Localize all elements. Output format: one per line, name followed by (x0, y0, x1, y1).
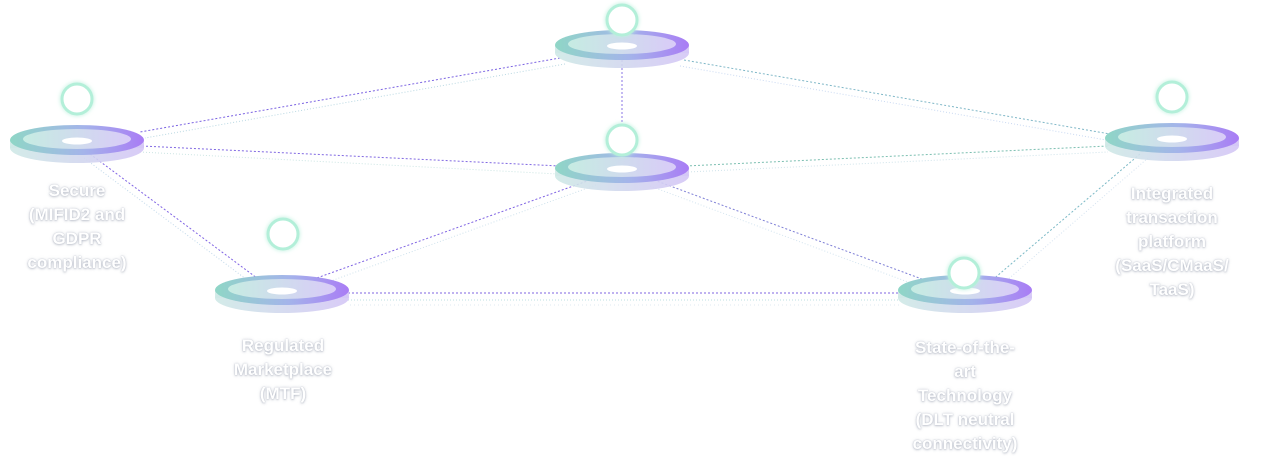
link-center-bottomleft (299, 179, 591, 285)
node-center (555, 123, 689, 191)
label-tech-line-3: Technology (917, 386, 1013, 405)
node-right-hole (1157, 135, 1187, 143)
label-secure-line-1: Secure (48, 181, 106, 200)
node-center-bubble (605, 123, 639, 157)
link-top-left (139, 57, 561, 133)
link-top-left-shadow (144, 63, 566, 139)
node-top-bubble (605, 3, 639, 37)
link-left-center-shadow (139, 151, 559, 175)
link-right-bottomright (989, 153, 1141, 283)
label-secure-line-4: compliance) (27, 253, 127, 272)
link-left-bottomleft (89, 153, 266, 285)
connection-lines (83, 48, 1149, 306)
label-tech-line-2: art (954, 362, 976, 381)
label-platform-line-3: platform (1138, 232, 1206, 251)
label-secure-line-3: GDPR (52, 229, 102, 248)
link-top-right-shadow (679, 65, 1107, 141)
node-bottom-left-hole (267, 287, 297, 295)
node-right (1105, 80, 1239, 161)
link-right-bottomright-shadow (997, 157, 1149, 289)
label-tech-line-4: (DLT neutral (915, 410, 1015, 429)
label-state-of-the-art-technology: State-of-the- art Technology (DLT neutra… (890, 336, 1040, 456)
node-top-hole (607, 42, 637, 50)
label-regulated-marketplace: Regulated Marketplace (MTF) (208, 334, 358, 406)
label-market-line-1: Regulated (241, 336, 325, 355)
label-tech-line-5: connectivity) (912, 434, 1018, 453)
link-center-right (685, 145, 1109, 167)
node-bottom-right-hole (950, 287, 980, 295)
diagram-nodes (10, 3, 1239, 313)
node-bottom-left-bubble (266, 217, 300, 251)
label-platform-line-2: transaction (1126, 208, 1218, 227)
link-center-right-shadow (687, 151, 1109, 173)
node-bottom-right-bubble (947, 256, 981, 290)
link-center-bottomright-shadow (649, 185, 925, 289)
label-tech-line-1: State-of-the- (914, 338, 1016, 357)
label-platform-line-4: (SaaS/CMaaS/ (1115, 256, 1229, 275)
node-bottom-left (215, 217, 349, 313)
link-center-bottomleft-shadow (305, 184, 597, 291)
link-left-center (141, 145, 561, 167)
label-market-line-2: Marketplace (233, 360, 333, 379)
node-right-bubble (1155, 80, 1189, 114)
node-bottom-right (898, 256, 1032, 313)
node-top (555, 3, 689, 68)
node-left-bubble (60, 82, 94, 116)
link-left-bottomleft-shadow (83, 157, 259, 289)
label-secure-line-2: (MIFID2 and (28, 205, 126, 224)
label-integrated-platform: Integrated transaction platform (SaaS/CM… (1097, 182, 1247, 302)
label-market-line-3: (MTF) (259, 384, 307, 403)
node-left-hole (62, 137, 92, 145)
label-platform-line-1: Integrated (1130, 184, 1214, 203)
link-center-bottomright (653, 179, 931, 283)
label-secure: Secure (MIFID2 and GDPR compliance) (2, 179, 152, 275)
link-top-right (683, 59, 1111, 135)
node-center-hole (607, 165, 637, 173)
node-left (10, 82, 144, 163)
label-platform-line-5: TaaS) (1149, 280, 1195, 299)
